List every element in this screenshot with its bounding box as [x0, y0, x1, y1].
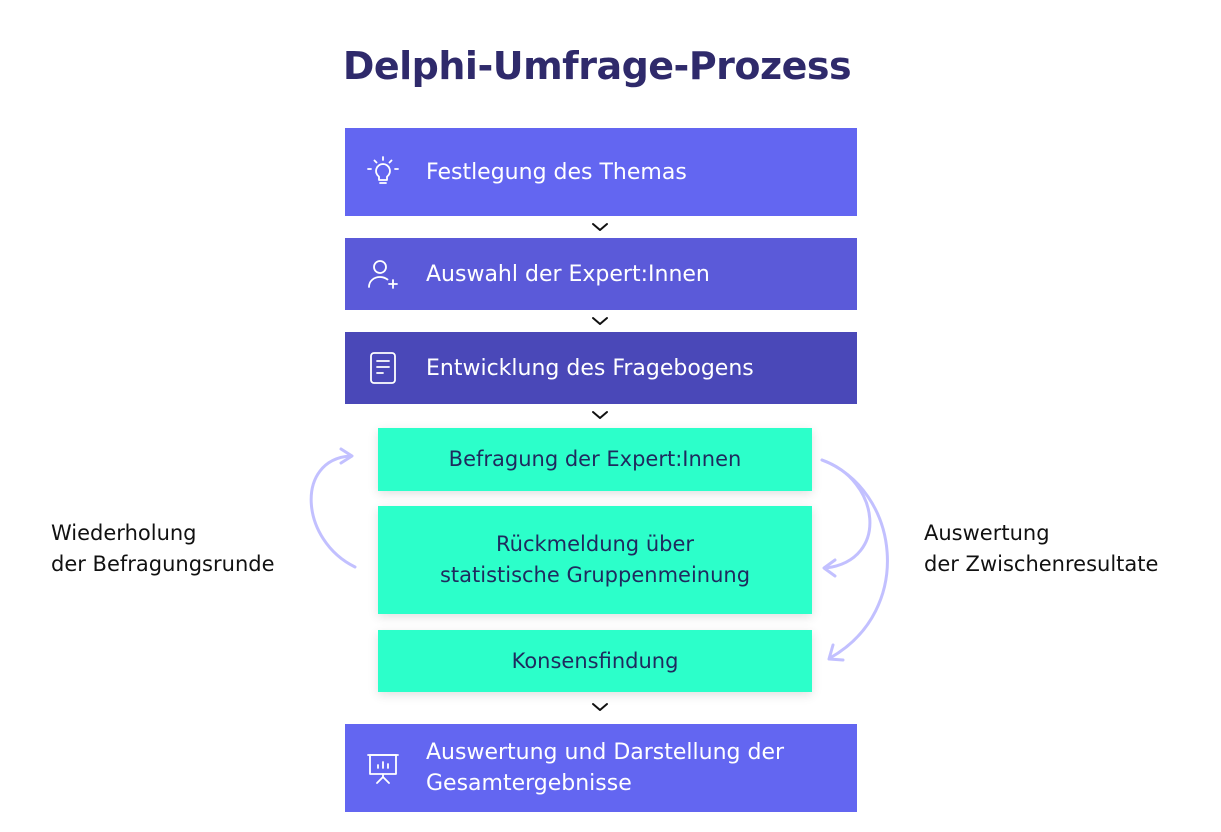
- loop-label-line2: der Zwischenresultate: [924, 552, 1159, 576]
- loop-arrow-right-inner: [820, 458, 872, 570]
- step-label: Auswertung und Darstellung der Gesamterg…: [426, 737, 784, 799]
- loop-label-line1: Wiederholung: [51, 521, 197, 545]
- loop-arrow-right-outer: [820, 458, 889, 660]
- loop-label-line1: Auswertung: [924, 521, 1050, 545]
- document-icon: [365, 350, 401, 386]
- step-konsensfindung: Konsensfindung: [378, 630, 812, 692]
- step-befragung-der-expertinnen: Befragung der Expert:Innen: [378, 428, 812, 491]
- arrowhead: [339, 447, 354, 465]
- step-label: Konsensfindung: [511, 648, 679, 673]
- step-label: Entwicklung des Fragebogens: [426, 355, 754, 381]
- step-label-line1: Rückmeldung über: [495, 532, 695, 556]
- chevron-down-icon: [592, 411, 608, 419]
- arrowhead: [827, 643, 845, 662]
- step-rueckmeldung: Rückmeldung über statistische Gruppenmei…: [378, 506, 812, 614]
- loop-label-line2: der Befragungsrunde: [51, 552, 275, 576]
- chevron-down-icon: [592, 317, 608, 325]
- arrowhead: [822, 558, 837, 578]
- step-auswahl-der-expertinnen: Auswahl der Expert:Innen: [345, 238, 857, 310]
- step-label-line1: Auswertung und Darstellung der: [426, 740, 785, 765]
- presentation-chart-icon: [365, 750, 401, 786]
- step-label: Befragung der Expert:Innen: [448, 447, 742, 471]
- step-festlegung-des-themas: Festlegung des Themas: [345, 128, 857, 216]
- page-title: Delphi-Umfrage-Prozess: [342, 44, 852, 88]
- chevron-down-icon: [592, 223, 608, 231]
- step-label: Auswahl der Expert:Innen: [426, 261, 710, 287]
- step-label-line2: statistische Gruppenmeinung: [439, 563, 751, 587]
- step-label-line2: Gesamtergebnisse: [426, 771, 632, 796]
- lightbulb-icon: [365, 154, 401, 190]
- loop-label-auswertung: Auswertung der Zwischenresultate: [924, 518, 1158, 580]
- step-auswertung-und-darstellung: Auswertung und Darstellung der Gesamterg…: [345, 724, 857, 812]
- step-label: Festlegung des Themas: [426, 159, 687, 185]
- step-entwicklung-des-fragebogens: Entwicklung des Fragebogens: [345, 332, 857, 404]
- loop-label-wiederholung: Wiederholung der Befragungsrunde: [51, 518, 275, 580]
- add-user-icon: [365, 256, 401, 292]
- chevron-down-icon: [592, 703, 608, 711]
- loop-arrow-left: [309, 454, 357, 569]
